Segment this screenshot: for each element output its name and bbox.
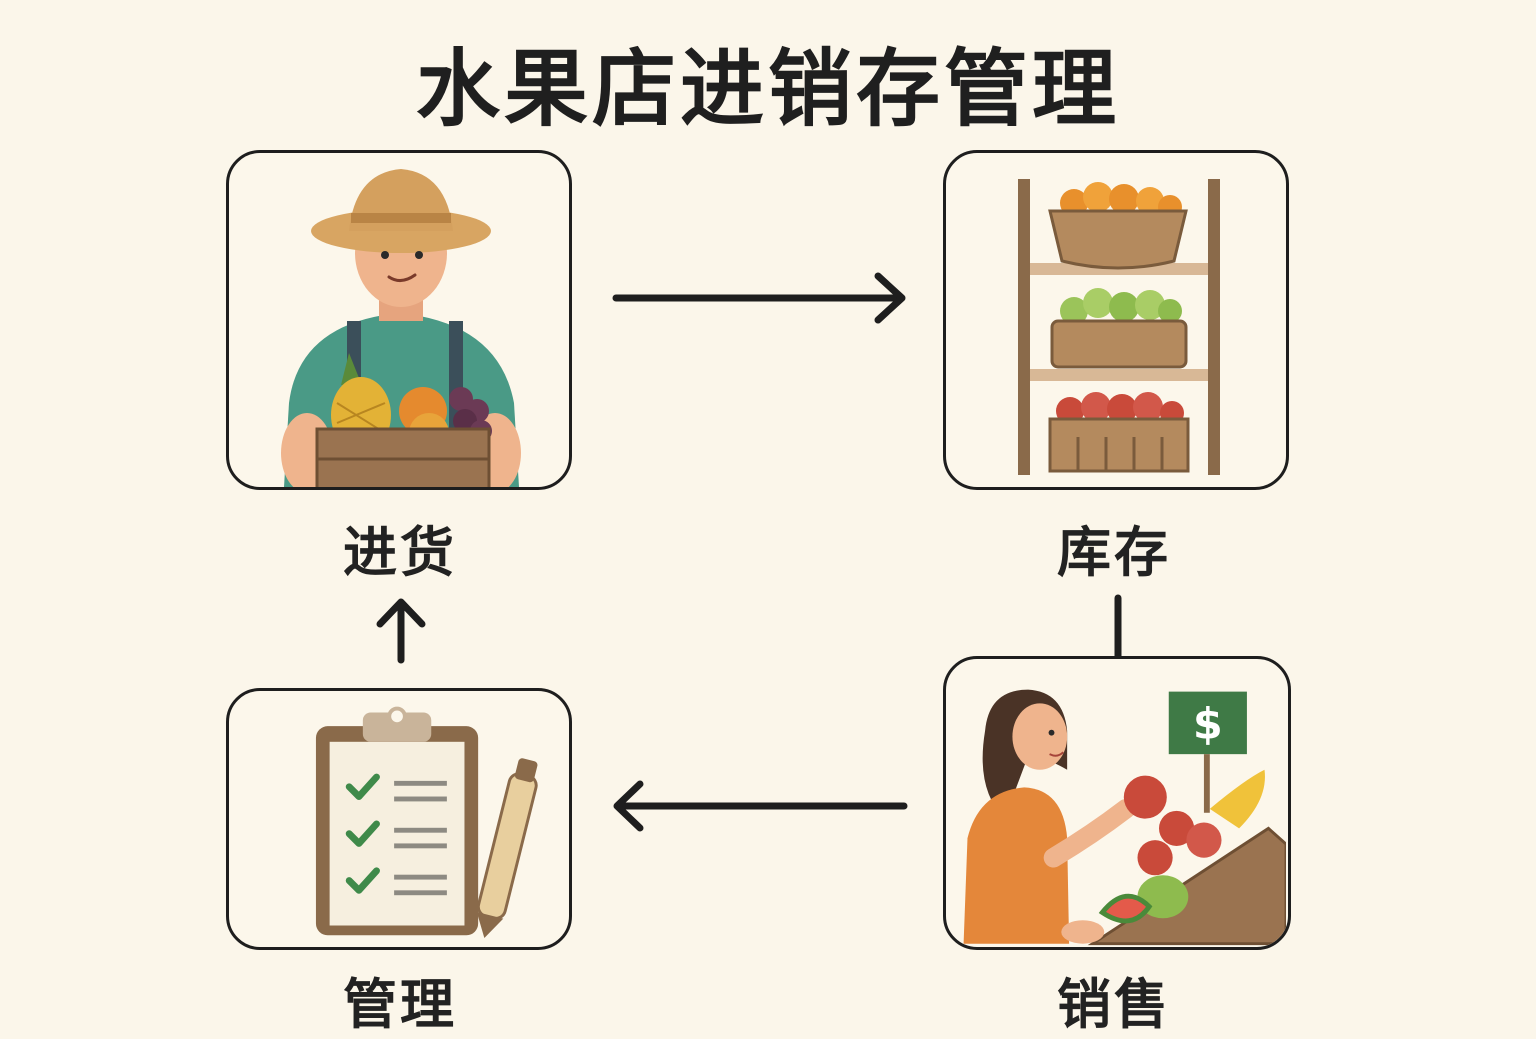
manage-card — [226, 688, 572, 950]
farmer-with-fruit-crate-icon — [281, 169, 521, 487]
fruit-shelf-baskets-icon — [1018, 179, 1220, 475]
arrow-manage-to-purchase — [376, 598, 426, 664]
stock-label: 库存 — [1057, 521, 1171, 584]
manage-label: 管理 — [343, 973, 457, 1036]
arrow-purchase-to-stock — [612, 272, 906, 324]
diagram-title: 水果店进销存管理 — [415, 40, 1120, 138]
sales-card: $ — [943, 656, 1291, 950]
stock-card — [943, 150, 1289, 490]
purchase-label: 进货 — [343, 521, 457, 584]
clipboard-checklist-icon — [315, 706, 538, 939]
purchase-card — [226, 150, 572, 490]
arrow-sales-to-manage — [613, 780, 908, 832]
price-sign-text: $ — [1193, 700, 1223, 750]
woman-selling-fruit-icon: $ — [963, 689, 1286, 946]
sales-label: 销售 — [1057, 973, 1171, 1036]
